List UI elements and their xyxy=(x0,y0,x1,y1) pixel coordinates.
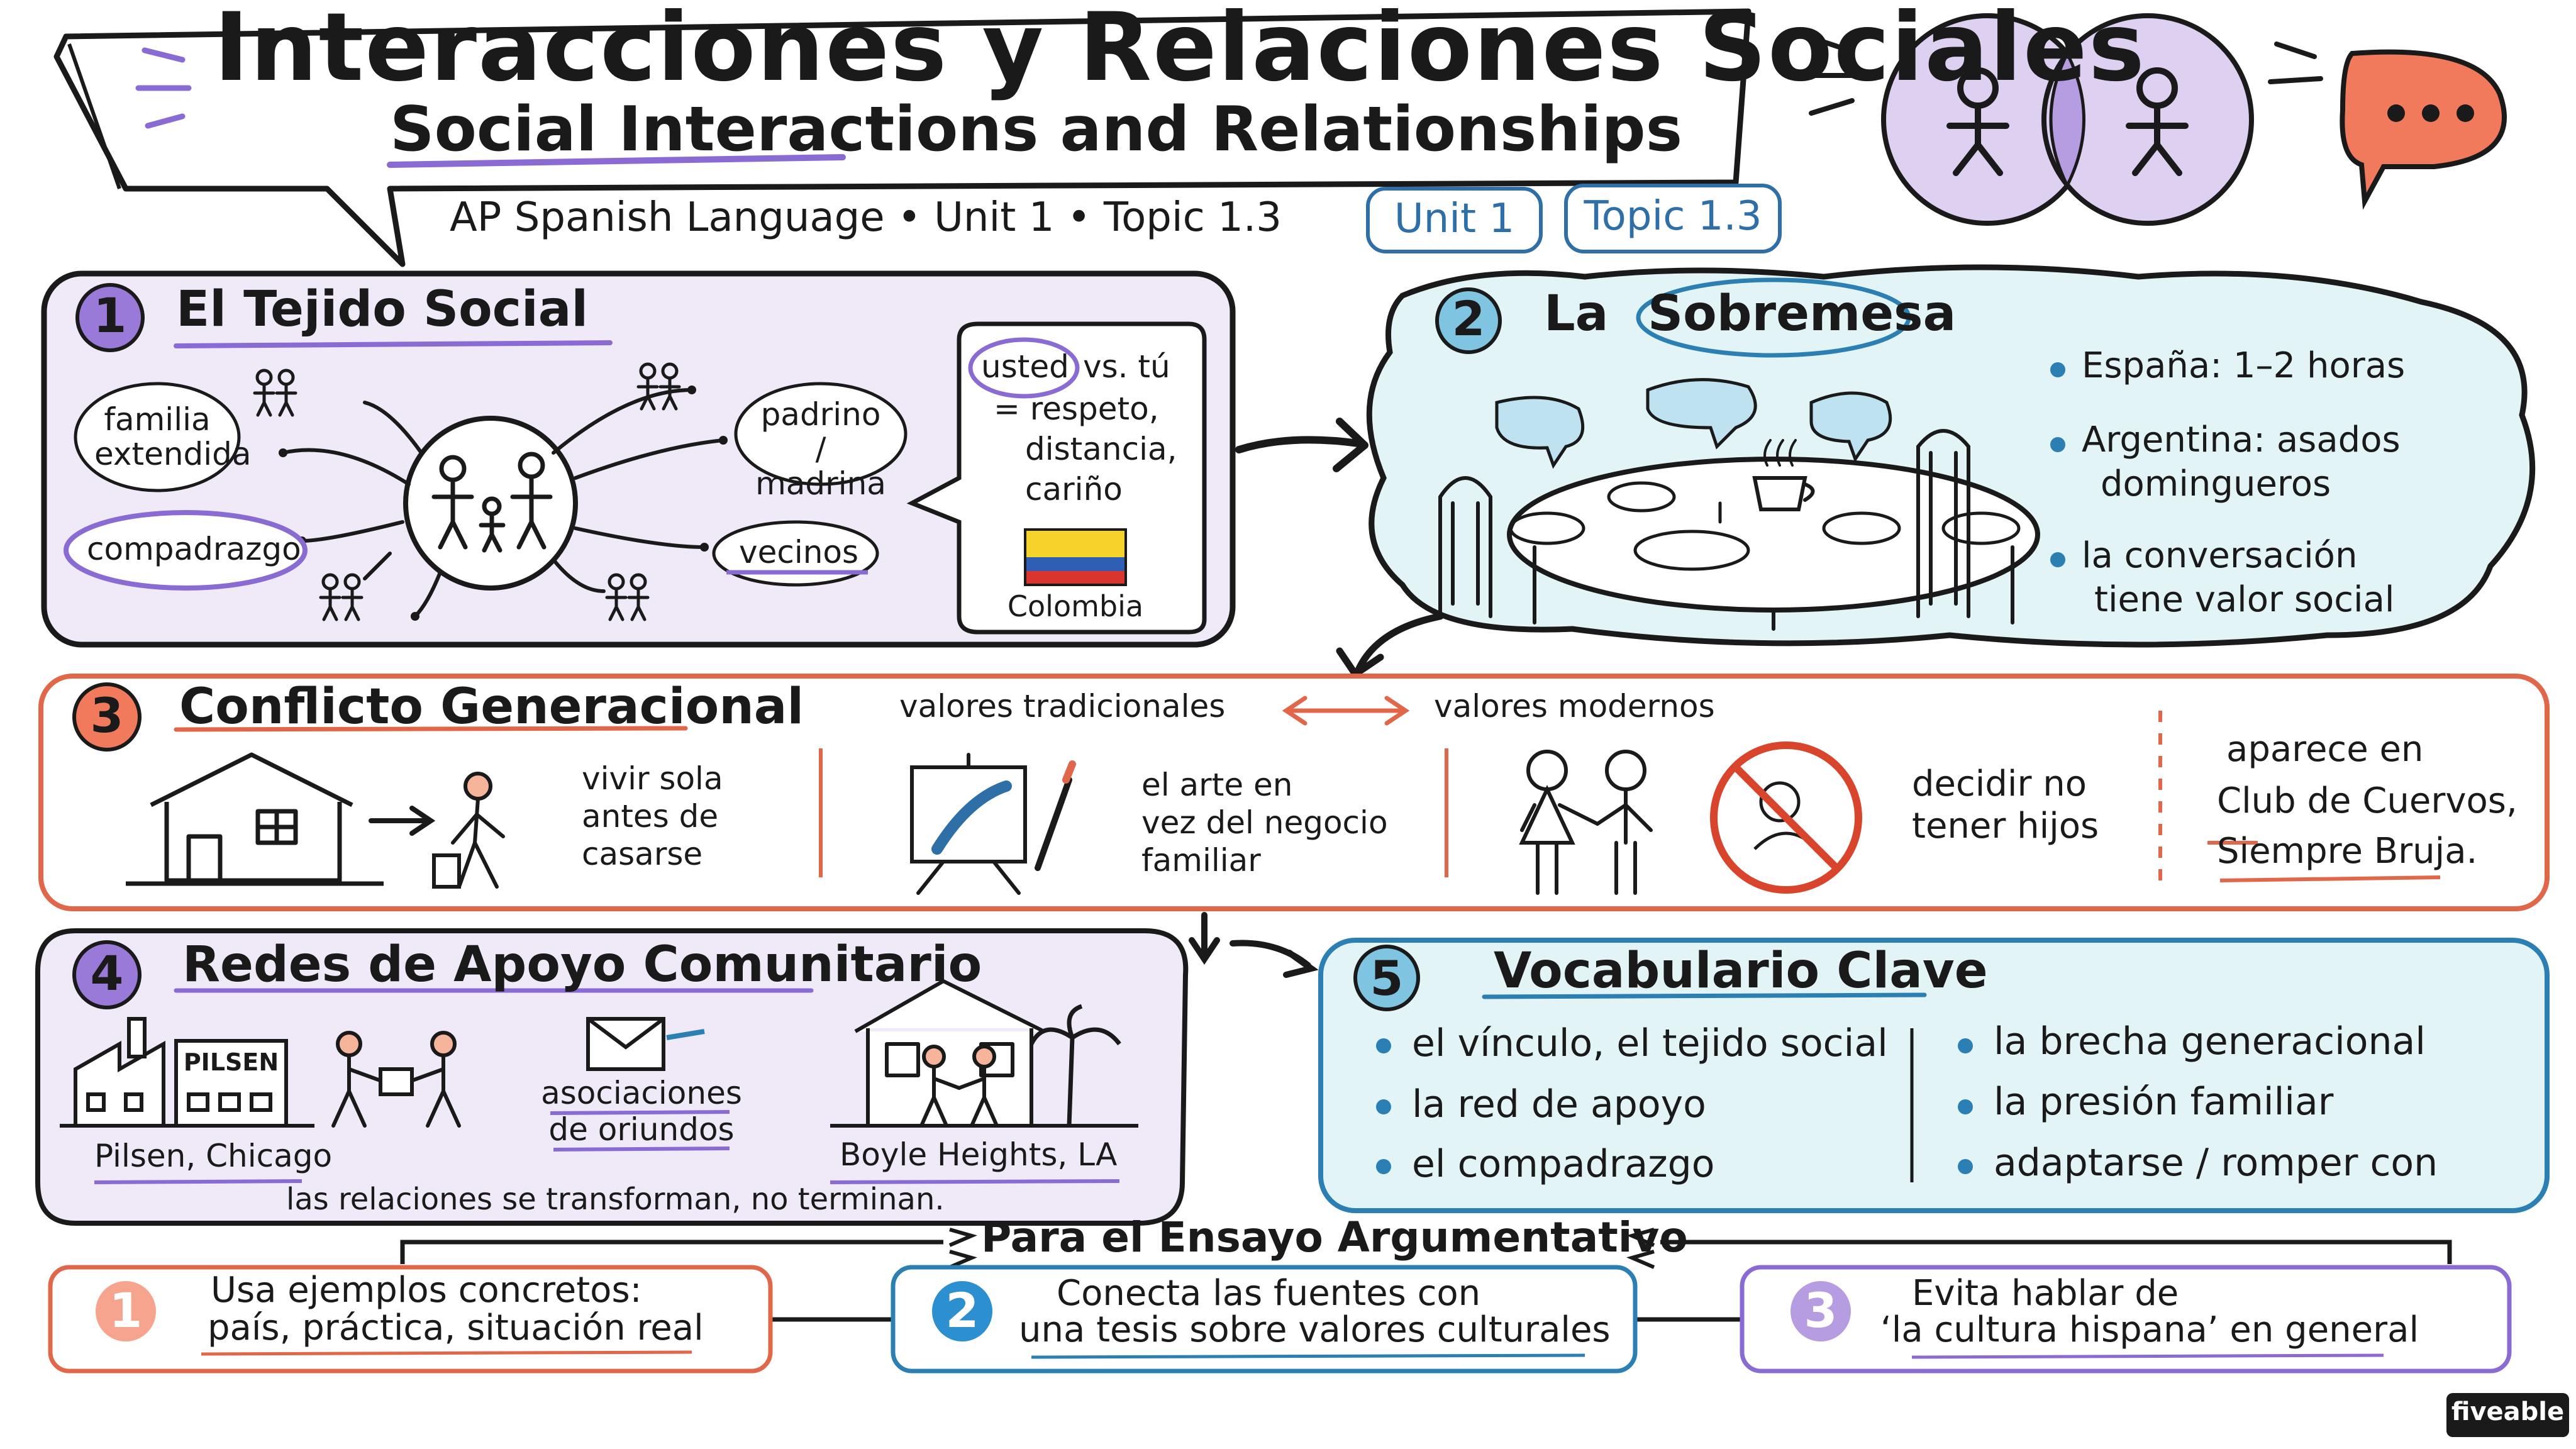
sobremesa-bullet-3a: la conversación xyxy=(2082,535,2358,576)
envelope-icon xyxy=(586,1017,705,1071)
tip1-line2: país, práctica, situación real xyxy=(208,1307,704,1348)
item3-line2: tener hijos xyxy=(1912,806,2099,847)
tip1-line1: Usa ejemplos concretos: xyxy=(211,1270,642,1311)
colombia-label: Colombia xyxy=(1007,589,1144,623)
dinner-table-illustration xyxy=(1438,378,2040,631)
item1-line3: casarse xyxy=(582,836,703,872)
section5-title: Vocabulario Clave xyxy=(1494,943,1988,999)
usted-line-2: distancia, xyxy=(1025,431,1177,467)
section1-title: El Tejido Social xyxy=(176,281,589,338)
section4-number: 4 xyxy=(90,945,124,1001)
pill-topic-border xyxy=(1564,184,1782,253)
sobremesa-bullet-2b: domingueros xyxy=(2101,464,2331,504)
section2-title-word: Sobremesa xyxy=(1648,286,1957,342)
item2-line2: vez del negocio xyxy=(1141,804,1388,841)
usted-word: usted xyxy=(981,348,1069,385)
tip1-number: 1 xyxy=(109,1282,143,1338)
colombia-flag-icon xyxy=(1024,528,1127,586)
sobremesa-bullet-2a: Argentina: asados xyxy=(2082,419,2401,460)
section3-title: Conflicto Generacional xyxy=(179,679,804,735)
tip2-line2: una tesis sobre valores culturales xyxy=(1019,1309,1611,1350)
usted-speech-box xyxy=(906,321,1207,635)
vocab-right-3: adaptarse / romper con xyxy=(1994,1141,2438,1185)
tip2-number: 2 xyxy=(945,1282,979,1338)
tip3-line2: ‘la cultura hispana’ en general xyxy=(1880,1309,2419,1350)
tip2-line1: Conecta las fuentes con xyxy=(1057,1273,1481,1314)
sobremesa-bullet-1: España: 1–2 horas xyxy=(2082,345,2406,386)
item1-line1: vivir sola xyxy=(582,760,723,797)
appears-line2: Club de Cuervos, xyxy=(2217,780,2518,821)
venn-people-icon xyxy=(1802,13,2323,226)
item3-line1: decidir no xyxy=(1912,763,2087,804)
section2-number: 2 xyxy=(1452,291,1485,347)
tip3-line1: Evita hablar de xyxy=(1912,1273,2179,1314)
tip1-box xyxy=(48,1265,773,1374)
tip2-box xyxy=(891,1265,1638,1374)
valores-tradicionales: valores tradicionales xyxy=(899,688,1226,724)
usted-line-3: cariño xyxy=(1025,471,1123,508)
redes-note: las relaciones se transforman, no termin… xyxy=(286,1182,945,1217)
sobremesa-bullet-3b: tiene valor social xyxy=(2094,579,2395,620)
easel-painting-icon xyxy=(910,753,1076,895)
handshake-people-icon xyxy=(919,1045,999,1128)
vocab-right-2: la presión familiar xyxy=(1994,1080,2334,1124)
topic-badge: Topic 1.3 xyxy=(1584,193,1762,240)
section4-title: Redes de Apoyo Comunitario xyxy=(182,936,982,993)
course-meta: AP Spanish Language • Unit 1 • Topic 1.3 xyxy=(450,194,1282,241)
appears-line1: aparece en xyxy=(2226,729,2424,770)
fiveable-logo[interactable]: fiveable xyxy=(2451,1397,2565,1426)
vocab-left-2: la red de apoyo xyxy=(1412,1082,1706,1126)
community-house-icon xyxy=(830,979,1138,1128)
panel-vocabulario xyxy=(1318,938,2550,1213)
section2-title-prefix: La xyxy=(1544,286,1609,342)
vocab-left-1: el vínculo, el tejido social xyxy=(1412,1021,1888,1065)
label-compadrazgo: compadrazgo xyxy=(87,531,301,567)
panel-redes xyxy=(35,928,1189,1226)
section3-number: 3 xyxy=(90,687,124,743)
pill-unit-border xyxy=(1366,187,1543,253)
appears-line3: Siempre Bruja. xyxy=(2217,831,2478,872)
panel-conflicto xyxy=(38,674,2550,911)
page-title: Interacciones y Relaciones Sociales xyxy=(214,0,2146,103)
tip3-box xyxy=(1740,1265,2512,1374)
place-boyle-heights: Boyle Heights, LA xyxy=(840,1136,1118,1173)
no-baby-icon xyxy=(1710,741,1862,894)
usted-vs-tu: vs. tú xyxy=(1083,348,1170,385)
tip3-number: 3 xyxy=(1804,1282,1838,1338)
people-sharing-icon xyxy=(331,1031,461,1128)
house-icon xyxy=(126,752,384,886)
couple-icon xyxy=(1519,750,1653,895)
item2-line3: familiar xyxy=(1141,842,1261,879)
item2-line1: el arte en xyxy=(1141,767,1293,803)
assoc-line2: de oriundos xyxy=(548,1111,735,1148)
valores-modernos: valores modernos xyxy=(1434,688,1715,724)
page-subtitle: Social Interactions and Relationships xyxy=(390,94,1683,165)
vocab-right-1: la brecha generacional xyxy=(1994,1019,2426,1063)
label-padrino-madrina: padrino / madrina xyxy=(755,396,886,502)
pilsen-sign: PILSEN xyxy=(183,1048,279,1076)
person-leaving-icon xyxy=(432,772,505,889)
essay-title: Para el Ensayo Argumentativo xyxy=(981,1213,1688,1262)
label-familia-extendida: familia extendida xyxy=(94,401,252,472)
label-vecinos: vecinos xyxy=(739,534,859,570)
section1-number: 1 xyxy=(93,287,127,343)
place-pilsen-chicago: Pilsen, Chicago xyxy=(94,1138,333,1174)
factory-pilsen-icon xyxy=(60,1017,314,1128)
section5-number: 5 xyxy=(1370,950,1404,1006)
unit-badge: Unit 1 xyxy=(1394,196,1515,242)
assoc-line1: asociaciones xyxy=(541,1075,742,1111)
item1-line2: antes de xyxy=(582,798,719,835)
usted-line-1: = respeto, xyxy=(994,391,1159,427)
speech-bubble-icon xyxy=(2340,49,2507,210)
family-network-diagram xyxy=(253,362,728,621)
title-banner xyxy=(53,8,1752,267)
vocab-left-3: el compadrazgo xyxy=(1412,1142,1715,1186)
